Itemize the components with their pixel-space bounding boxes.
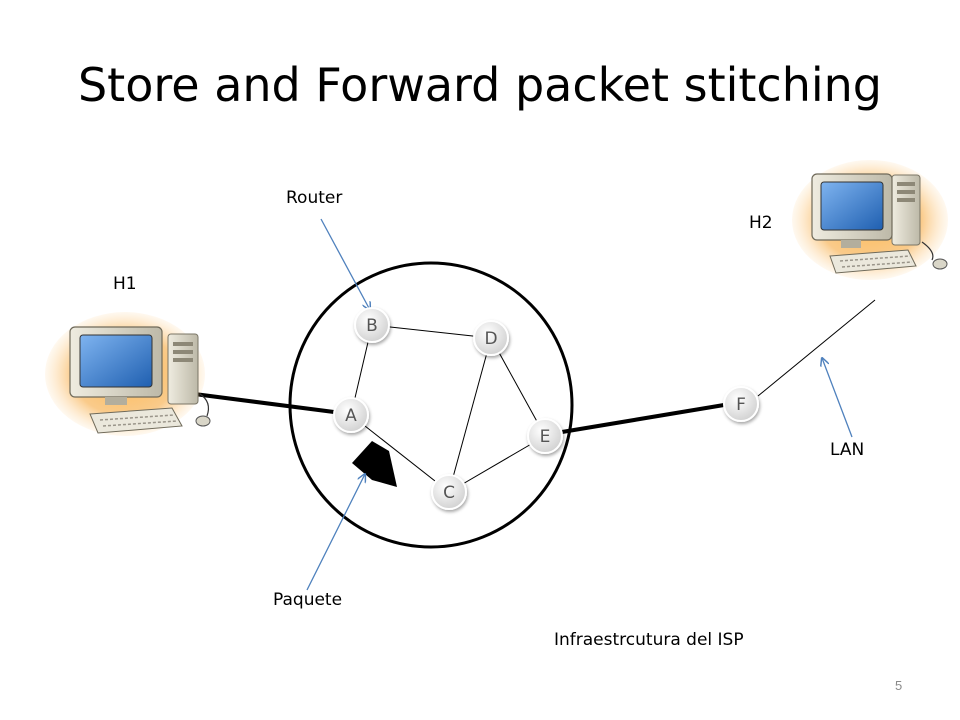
page-number: 5 — [895, 678, 903, 693]
link-c-e — [448, 435, 546, 493]
packet-shape — [352, 441, 397, 487]
link-h1-a — [178, 390, 335, 414]
node-label-d: D — [484, 329, 497, 349]
router-node-c: C — [431, 474, 467, 510]
router-node-b: B — [354, 307, 390, 343]
link-f-h2 — [757, 299, 876, 397]
node-label-b: B — [366, 316, 378, 336]
link-d-e — [490, 337, 546, 437]
isp-boundary — [288, 261, 574, 549]
router-node-d: D — [473, 320, 509, 356]
link-d-c — [448, 337, 492, 493]
isp-label: Infraestrcutura del ISP — [554, 630, 744, 650]
computer-icon — [792, 160, 948, 280]
lan-arrow — [822, 358, 853, 438]
slide-title: Store and Forward packet stitching — [77, 58, 882, 112]
router-node-a: A — [333, 397, 369, 433]
link-a-c — [350, 414, 450, 493]
router-label: Router — [286, 188, 343, 208]
node-label-e: E — [540, 427, 551, 447]
router-node-f: F — [723, 386, 759, 422]
router-arrow — [320, 218, 370, 310]
link-e-f — [561, 403, 725, 434]
lan-label: LAN — [830, 440, 865, 460]
node-label-a: A — [345, 406, 357, 426]
host-h1-label: H1 — [113, 274, 137, 294]
router-node-e: E — [527, 418, 563, 454]
host-h2-label: H2 — [749, 213, 773, 233]
link-b-d — [371, 324, 492, 339]
node-label-f: F — [736, 395, 746, 415]
computer-icon — [45, 312, 211, 436]
node-label-c: C — [443, 483, 455, 503]
packet-label: Paquete — [273, 590, 343, 610]
packet-arrow — [306, 474, 365, 591]
